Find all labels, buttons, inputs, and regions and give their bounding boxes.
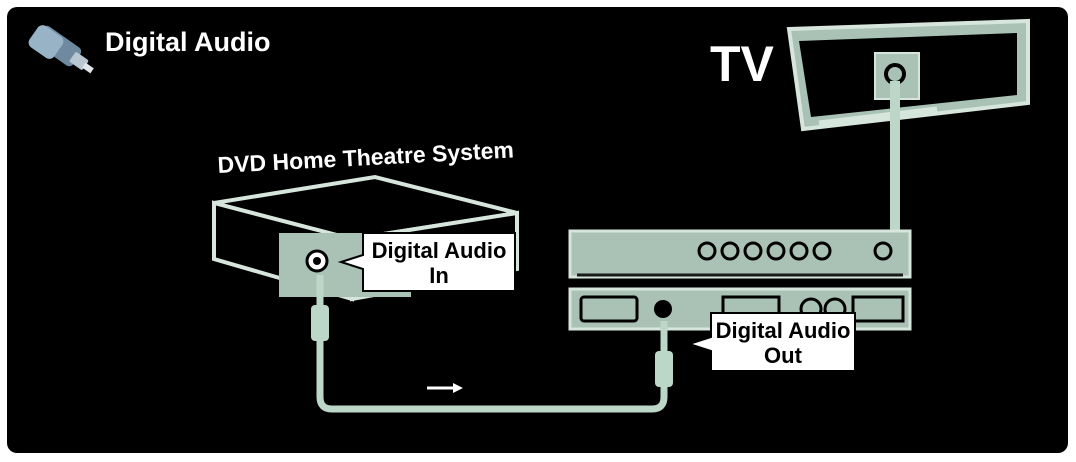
optical-cable <box>311 275 673 413</box>
callout-out-line1: Digital Audio <box>716 318 851 343</box>
callout-in-line1: Digital Audio <box>372 238 507 263</box>
connection-diagram: Digital Audio TV DVD Home Theatre System… <box>28 18 1030 413</box>
optical-plug-icon <box>28 25 94 74</box>
callout-digital-audio-out: Digital Audio Out <box>685 312 856 372</box>
signal-direction-arrow-icon <box>427 383 463 393</box>
tv-device <box>786 18 1030 132</box>
tv-digital-audio-out-port <box>654 300 672 318</box>
dvd-system-label: DVD Home Theatre System <box>217 137 515 178</box>
page-title: Digital Audio <box>105 27 270 57</box>
callout-out-line2: Out <box>764 343 803 368</box>
diagram-frame: Digital Audio TV DVD Home Theatre System… <box>7 7 1068 453</box>
callout-digital-audio-in: Digital Audio In <box>337 232 516 292</box>
tv-label: TV <box>710 36 775 92</box>
receiver-top-unit <box>568 229 912 279</box>
callout-in-line2: In <box>429 263 449 288</box>
